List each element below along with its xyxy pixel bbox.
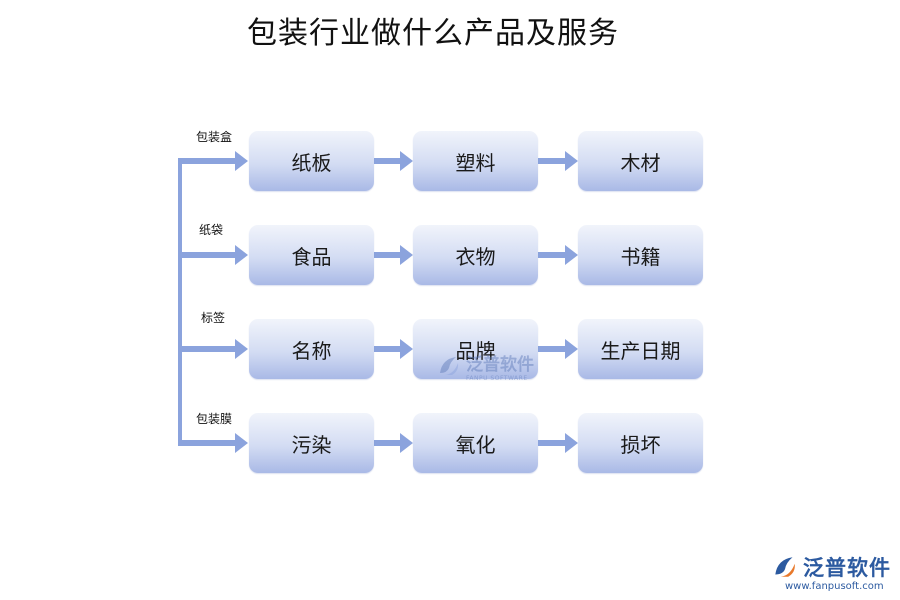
- category-label-row1: 包装盒: [196, 130, 233, 144]
- arrow-branch-row4: [178, 433, 248, 453]
- arrow-row3-1: [374, 339, 413, 359]
- node-row4-col1: 污染: [249, 413, 374, 473]
- node-row4-col2: 氧化: [413, 413, 538, 473]
- node-row2-col2: 衣物: [413, 225, 538, 285]
- arrow-row2-2: [538, 245, 578, 265]
- category-label-row2: 纸袋: [199, 223, 224, 237]
- node-row3-col2: 品牌: [413, 319, 538, 379]
- trunk-line: [178, 160, 182, 446]
- node-row2-col1: 食品: [249, 225, 374, 285]
- category-label-row3: 标签: [201, 311, 226, 325]
- page-title: 包装行业做什么产品及服务: [247, 16, 619, 51]
- node-row4-col3: 损坏: [578, 413, 703, 473]
- node-row1-col3: 木材: [578, 131, 703, 191]
- category-label-row4: 包装膜: [196, 412, 233, 426]
- arrow-branch-row3: [178, 339, 248, 359]
- arrow-row3-2: [538, 339, 578, 359]
- node-row3-col3: 生产日期: [578, 319, 703, 379]
- node-row2-col3: 书籍: [578, 225, 703, 285]
- brand-logo-text: 泛普软件: [803, 556, 891, 580]
- node-row1-col2: 塑料: [413, 131, 538, 191]
- brand-url: www.fanpusoft.com: [785, 581, 884, 592]
- node-row1-col1: 纸板: [249, 131, 374, 191]
- brand-logo: 泛普软件: [771, 552, 891, 582]
- arrow-branch-row2: [178, 245, 248, 265]
- arrow-branch-row1: [178, 151, 248, 171]
- arrow-row4-2: [538, 433, 578, 453]
- node-row3-col1: 名称: [249, 319, 374, 379]
- arrow-row2-1: [374, 245, 413, 265]
- arrow-row1-1: [374, 151, 413, 171]
- arrow-row1-2: [538, 151, 578, 171]
- arrow-row4-1: [374, 433, 413, 453]
- brand-logo-icon: [775, 557, 795, 577]
